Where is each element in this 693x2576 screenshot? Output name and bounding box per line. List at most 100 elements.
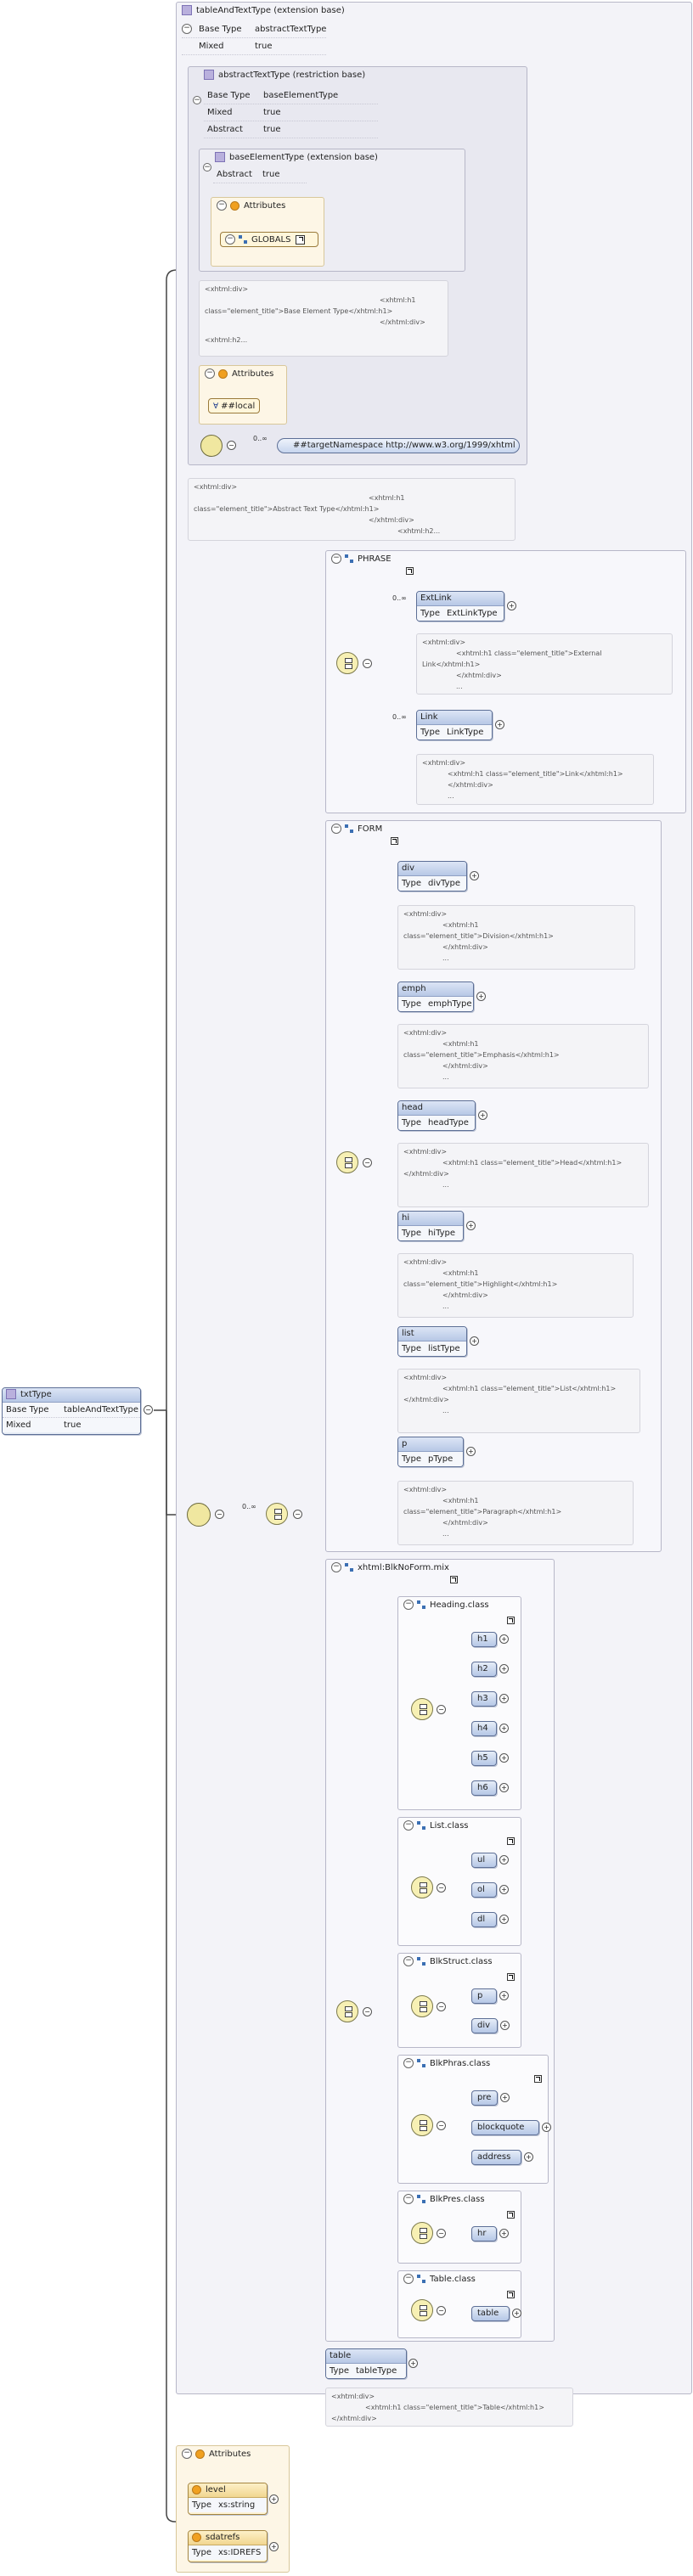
choice-compositor-icon[interactable] [411,1876,433,1898]
expand-icon[interactable]: + [476,992,486,1001]
expand-icon[interactable]: + [470,1336,479,1346]
collapse-icon[interactable]: − [227,441,236,450]
link-icon[interactable] [534,2074,542,2083]
h6-element[interactable]: h6 [471,1780,497,1796]
choice-compositor-icon[interactable] [411,2114,433,2136]
expand-icon[interactable]: + [542,2123,551,2132]
sequence-compositor-icon[interactable] [411,2222,433,2244]
expand-icon[interactable]: + [499,1724,509,1733]
collapse-icon[interactable]: − [403,1600,414,1610]
dl-element[interactable]: dl [471,1912,497,1927]
collapse-icon[interactable]: − [144,1405,153,1415]
expand-icon[interactable]: + [466,1447,476,1456]
blockquote-element[interactable]: blockquote [471,2120,539,2135]
h1-element[interactable]: h1 [471,1632,497,1647]
collapse-icon[interactable]: − [225,234,235,245]
expand-icon[interactable]: + [495,720,504,729]
expand-icon[interactable]: + [466,1221,476,1230]
collapse-icon[interactable]: − [437,1705,446,1714]
link-icon[interactable] [391,836,398,845]
expand-icon[interactable]: + [499,2229,509,2238]
collapse-icon[interactable]: − [403,1820,414,1831]
collapse-icon[interactable]: − [193,96,201,104]
collapse-icon[interactable]: − [331,824,341,834]
hr-element[interactable]: hr [471,2226,497,2241]
table-element[interactable]: table [471,2306,510,2321]
collapse-icon[interactable]: − [215,1510,224,1519]
choice-compositor-icon[interactable] [336,652,358,674]
collapse-icon[interactable]: − [363,1158,372,1167]
collapse-icon[interactable]: − [403,2274,414,2284]
expand-icon[interactable]: + [500,2093,510,2102]
collapse-icon[interactable]: − [437,2306,446,2315]
choice-compositor-icon[interactable] [336,2000,358,2022]
collapse-icon[interactable]: − [363,2007,372,2016]
any-attribute-compositor-icon[interactable] [200,435,223,457]
h4-element[interactable]: h4 [471,1721,497,1736]
expand-icon[interactable]: + [478,1111,487,1120]
collapse-icon[interactable]: − [331,554,341,564]
collapse-icon[interactable]: − [182,24,192,34]
any-compositor-icon[interactable] [187,1503,211,1527]
expand-icon[interactable]: + [512,2309,521,2318]
choice-compositor-icon[interactable] [411,2299,433,2321]
ul-element[interactable]: ul [471,1853,497,1868]
expand-icon[interactable]: + [499,1855,509,1865]
expand-icon[interactable]: + [499,1664,509,1673]
expand-icon[interactable]: + [499,1991,509,2000]
expand-icon[interactable]: + [470,871,479,880]
expand-icon[interactable]: + [500,2021,510,2030]
expand-icon[interactable]: + [499,1885,509,1894]
collapse-icon[interactable]: − [217,200,227,211]
address-element[interactable]: address [471,2150,521,2165]
h3-element[interactable]: h3 [471,1691,497,1707]
collapse-icon[interactable]: − [437,1883,446,1893]
collapse-icon[interactable]: − [437,2121,446,2130]
expand-icon[interactable]: + [269,2542,279,2551]
expand-icon[interactable]: + [269,2494,279,2504]
expand-icon[interactable]: + [499,1915,509,1924]
choice-compositor-icon[interactable] [336,1151,358,1173]
collapse-icon[interactable]: − [363,659,372,668]
link-icon[interactable] [450,1575,458,1583]
expand-icon[interactable]: + [499,1694,509,1703]
link-icon[interactable] [507,1972,515,1981]
local-any-attribute[interactable]: ∀##local [208,398,261,413]
link-icon[interactable] [296,234,306,245]
pre-element[interactable]: pre [471,2090,498,2106]
collapse-icon[interactable]: − [403,2058,414,2068]
choice-compositor-icon[interactable] [411,1698,433,1720]
collapse-icon[interactable]: − [331,1562,341,1572]
link-icon[interactable] [507,1836,515,1845]
collapse-icon[interactable]: − [205,368,215,379]
expand-icon[interactable]: + [499,1634,509,1644]
collapse-icon[interactable]: − [293,1510,302,1519]
expand-icon[interactable]: + [499,1753,509,1763]
collapse-icon[interactable]: − [437,2229,446,2238]
p-element[interactable]: p [471,1988,497,2004]
link-icon[interactable] [507,2210,515,2219]
link-icon[interactable] [507,2290,515,2298]
collapse-icon[interactable]: − [437,2002,446,2011]
div-element[interactable]: div [471,2018,498,2033]
h2-element[interactable]: h2 [471,1662,497,1677]
choice-compositor-icon[interactable] [266,1503,288,1525]
expand-icon[interactable]: + [507,601,516,610]
link-icon[interactable] [406,566,414,575]
ol-element[interactable]: ol [471,1882,497,1898]
expand-icon[interactable]: + [499,1783,509,1792]
collapse-icon[interactable]: − [403,2194,414,2204]
collapse-icon[interactable]: − [403,1956,414,1966]
globals-attribute-group[interactable]: −GLOBALS [220,232,318,247]
